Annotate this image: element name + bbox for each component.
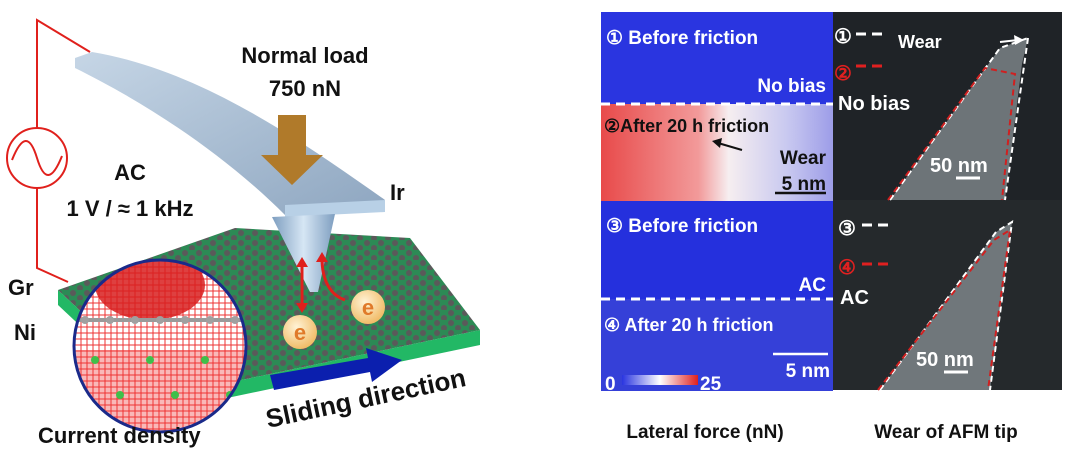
normal-load-value: 750 nN [269,76,341,101]
panel1-label: ① Before friction [606,28,758,49]
lateral-force-caption: Lateral force (nN) [626,422,783,443]
marker2: ② [834,63,852,85]
panel4-scalebar: 5 nm [786,361,830,382]
inset-caption: Current density [38,423,201,448]
afm-tip [272,214,335,292]
tip-material-label: Ir [390,180,405,205]
normal-load-arrow-icon [261,115,323,185]
circuit [36,18,91,283]
panel4-label: ④ After 20 h friction [604,315,774,335]
colorbar-max: 25 [700,374,722,395]
electron-2: e [351,290,385,324]
panel2-label: ②After 20 h friction [604,116,769,136]
nickel-label: Ni [14,320,36,345]
electron-arrows [300,257,346,305]
marker3: ③ [838,218,856,240]
electron-symbol: e [362,295,374,320]
tip-wear-images: ① ② ③ ④ Wear No bias AC 50 nm 50 nm [833,12,1062,391]
panel3-label: ③ Before friction [606,216,758,237]
panel3-condition: AC [799,275,827,296]
scalebar-bottom: 50 nm [916,349,974,371]
graphene-label: Gr [8,275,34,300]
lateral-force-maps: ① Before friction No bias ②After 20 h fr… [601,12,833,395]
condition-no-bias: No bias [838,93,910,115]
panel2-wear: Wear [780,148,827,169]
colorbar-min: 0 [605,374,616,395]
panel1-condition: No bias [757,76,826,97]
normal-load-label: Normal load [241,43,368,68]
wear-label: Wear [898,32,942,52]
ac-label: AC [114,160,146,185]
scalebar-top: 50 nm [930,155,988,177]
marker4: ④ [838,257,856,279]
ac-source-icon [6,127,68,189]
cantilever [75,52,385,217]
sliding-arrow-icon [270,348,402,390]
marker1: ① [834,26,852,48]
ac-value: 1 V / ≈ 1 kHz [66,196,193,221]
electron-symbol: e [294,320,306,345]
tip-wear-caption: Wear of AFM tip [874,422,1018,443]
colorbar [622,375,698,385]
panel2-scalebar: 5 nm [782,174,826,195]
condition-ac: AC [840,287,869,309]
electron-1: e [283,315,317,349]
